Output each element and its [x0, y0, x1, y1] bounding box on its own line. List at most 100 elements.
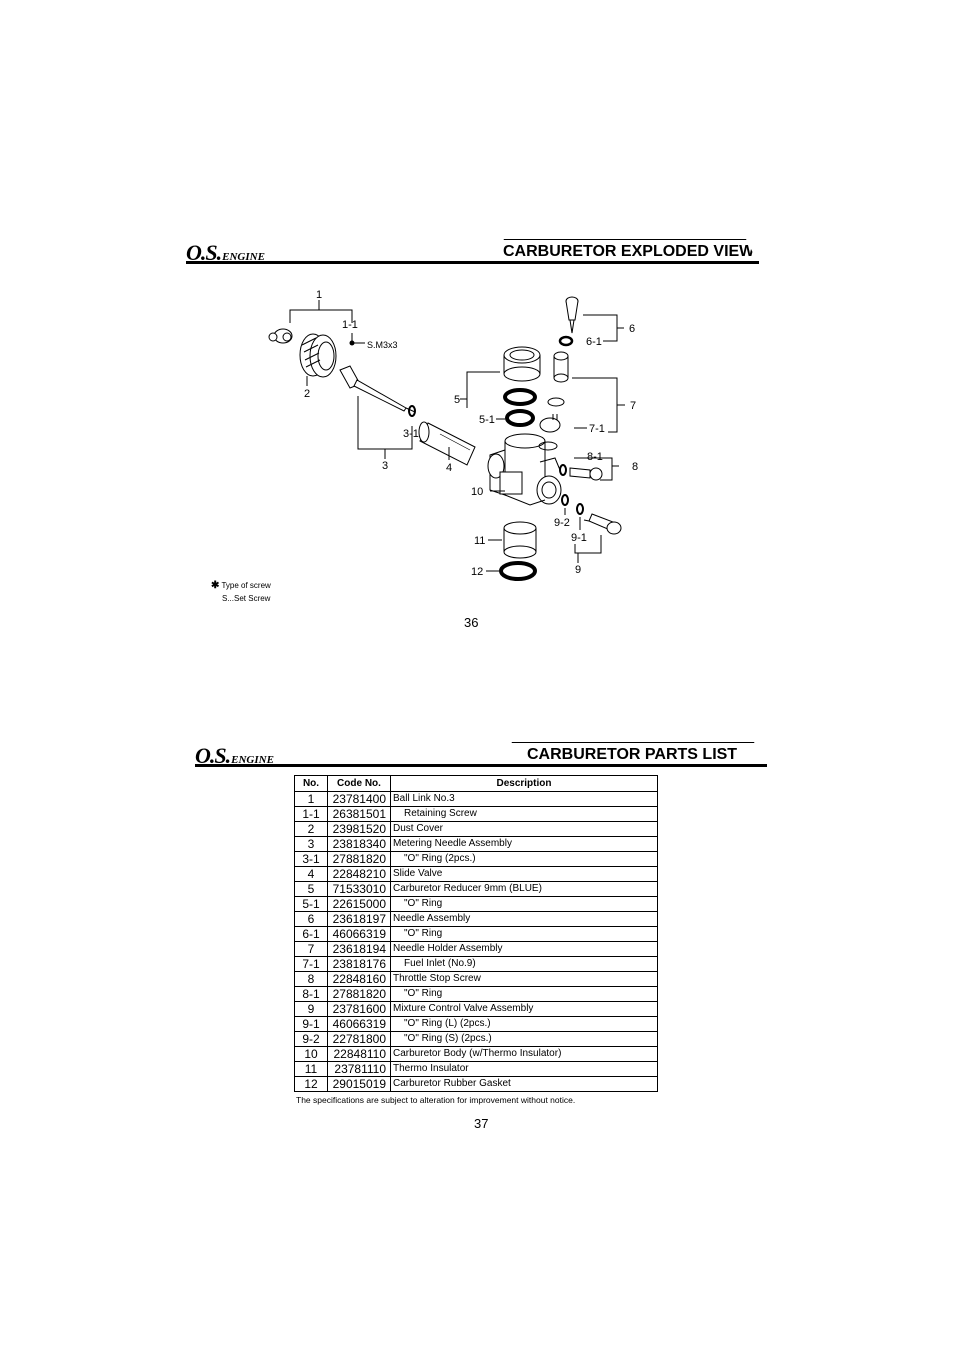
code-number-cell: 22781800 — [327, 1031, 391, 1047]
label-2: 2 — [304, 388, 311, 400]
code-number-cell: 23818340 — [327, 836, 391, 852]
label-7: 7 — [630, 400, 637, 412]
specifications-footnote: The specifications are subject to altera… — [296, 1095, 576, 1105]
screw-note-line1: Type of screw — [221, 581, 271, 590]
description-cell: Thermo Insulator — [390, 1061, 658, 1077]
column-header-no: No. — [294, 775, 328, 792]
description-cell: Needle Assembly — [390, 911, 658, 927]
code-number-cell: 23618194 — [327, 941, 391, 957]
description-cell: Needle Holder Assembly — [390, 941, 658, 957]
description-cell: Metering Needle Assembly — [390, 836, 658, 852]
exploded-view-diagram — [268, 296, 625, 581]
part-number-cell: 7 — [294, 941, 328, 957]
code-number-cell: 23781400 — [327, 791, 391, 807]
parts-list-title: CARBURETOR PARTS LIST — [527, 746, 738, 763]
part-number-cell: 5-1 — [294, 896, 328, 912]
part-number-cell: 9-1 — [294, 1016, 328, 1032]
exploded-view-title-tab: CARBURETOR EXPLODED VIEW — [492, 239, 758, 263]
mixture-valve-shape — [583, 513, 622, 535]
label-4: 4 — [446, 462, 453, 474]
label-12: 12 — [471, 566, 484, 578]
description-cell: Throttle Stop Screw — [390, 971, 658, 987]
code-number-cell: 22615000 — [327, 896, 391, 912]
screw-note: ✱ Type of screw — [211, 580, 271, 592]
part-number-cell: 10 — [294, 1046, 328, 1062]
code-number-cell: 27881820 — [327, 851, 391, 867]
label-3-1: 3-1 — [403, 428, 419, 440]
screw-note-line2: S...Set Screw — [222, 594, 271, 603]
bracket-1 — [289, 309, 353, 323]
code-number-cell: 22848160 — [327, 971, 391, 987]
description-cell: Ball Link No.3 — [390, 791, 658, 807]
page-number-36: 36 — [464, 615, 479, 630]
label-5-1: 5-1 — [479, 414, 495, 426]
parts-list-title-tab: CARBURETOR PARTS LIST — [500, 742, 766, 766]
description-cell: Slide Valve — [390, 866, 658, 882]
part-number-cell: 8-1 — [294, 986, 328, 1002]
metering-needle-shape — [339, 365, 416, 413]
label-1-1: 1-1 — [342, 319, 358, 331]
label-7-1: 7-1 — [589, 423, 605, 435]
code-number-cell: 23781600 — [327, 1001, 391, 1017]
code-number-cell: 23981520 — [327, 821, 391, 837]
label-11: 11 — [474, 535, 486, 547]
part-number-cell: 1-1 — [294, 806, 328, 822]
carburetor-body-shape — [487, 433, 562, 506]
needle-holder-shape — [538, 351, 569, 451]
part-number-cell: 4 — [294, 866, 328, 882]
needle-shape — [565, 296, 579, 334]
header-rule-2 — [195, 764, 767, 767]
code-number-cell: 46066319 — [327, 1016, 391, 1032]
description-cell: Carburetor Reducer 9mm (BLUE) — [390, 881, 658, 897]
label-6: 6 — [629, 323, 636, 335]
header-rule — [186, 261, 759, 264]
description-cell: "O" Ring (S) (2pcs.) — [390, 1031, 658, 1047]
label-5: 5 — [454, 394, 461, 406]
description-cell: "O" Ring — [390, 926, 658, 942]
slide-valve-shape — [418, 421, 476, 466]
description-cell: Retaining Screw — [390, 806, 658, 822]
label-9-1: 9-1 — [571, 532, 587, 544]
part-number-cell: 1 — [294, 791, 328, 807]
description-cell: Carburetor Body (w/Thermo Insulator) — [390, 1046, 658, 1062]
label-8-1: 8-1 — [587, 451, 603, 463]
column-header-description: Description — [390, 775, 658, 792]
throttle-stop-screw-shape — [569, 467, 603, 481]
label-9-2: 9-2 — [554, 517, 570, 529]
part-number-cell: 7-1 — [294, 956, 328, 972]
code-number-cell: 22848210 — [327, 866, 391, 882]
description-cell: Fuel Inlet (No.9) — [390, 956, 658, 972]
page-number-37: 37 — [474, 1116, 489, 1131]
code-number-cell: 29015019 — [327, 1076, 391, 1092]
ball-link-shape — [268, 328, 293, 344]
part-number-cell: 12 — [294, 1076, 328, 1092]
asterisk-icon: ✱ — [211, 580, 220, 591]
code-number-cell: 27881820 — [327, 986, 391, 1002]
description-cell: "O" Ring (2pcs.) — [390, 851, 658, 867]
reducer-shape — [503, 346, 541, 382]
label-3: 3 — [382, 460, 389, 472]
part-number-cell: 11 — [294, 1061, 328, 1077]
os-engine-logo: O.S.ENGINE — [186, 240, 265, 265]
description-cell: Mixture Control Valve Assembly — [390, 1001, 658, 1017]
page-title: CARBURETOR EXPLODED VIEW — [503, 243, 755, 260]
dust-cover-shape — [299, 333, 337, 378]
code-number-cell: 71533010 — [327, 881, 391, 897]
description-cell: "O" Ring — [390, 986, 658, 1002]
